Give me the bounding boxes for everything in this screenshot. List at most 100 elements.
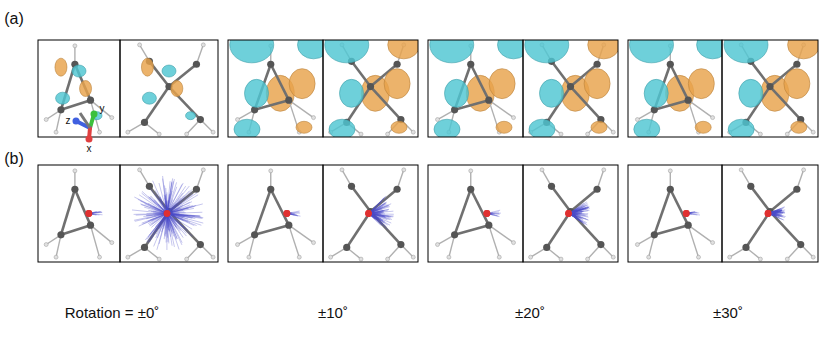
hydrogen-atom	[602, 168, 606, 172]
orbital-lobe	[498, 40, 524, 59]
carbon-atom	[747, 183, 754, 190]
hydrogen-atom	[540, 168, 544, 172]
orbital-lobe	[644, 79, 668, 107]
orbital-lobe	[739, 79, 763, 107]
carbon-atom	[146, 183, 153, 190]
orbital-lobe	[171, 81, 183, 97]
hydrogen-atom	[54, 255, 58, 259]
orbital-lobe	[430, 40, 474, 63]
orbital-lobe	[724, 40, 768, 63]
hydrogen-atom	[138, 168, 142, 172]
orbital-lobe	[434, 119, 460, 137]
orbital-lobe	[298, 40, 324, 59]
orbital-lobe	[784, 69, 810, 99]
h-bond	[688, 225, 712, 242]
orbital-lobe	[525, 40, 569, 63]
hydrogen-atom	[386, 132, 390, 136]
hydrogen-atom	[529, 255, 533, 259]
hydrogen-atom	[211, 255, 215, 259]
carbon-atom	[193, 61, 200, 68]
panel-frame	[628, 165, 722, 262]
bond	[471, 189, 489, 225]
carbon-atom	[766, 83, 773, 90]
hydrogen-atom	[411, 130, 415, 134]
carbon-atom	[793, 61, 800, 68]
carbon-atom	[197, 116, 204, 123]
hydrogen-atom	[711, 116, 715, 120]
carbon-atom	[667, 61, 674, 68]
hydrogen-atom	[157, 257, 161, 261]
hydrogen-atom	[559, 257, 563, 261]
hydrogen-atom	[201, 168, 205, 172]
hydrogen-atom	[436, 243, 440, 247]
carbon-atom	[394, 61, 401, 68]
carbon-atom	[87, 97, 94, 104]
carbon-atom	[267, 186, 274, 193]
carbon-atom	[251, 231, 258, 238]
carbon-atom	[267, 61, 274, 68]
hydrogen-atom	[269, 169, 273, 173]
carbon-atom	[343, 244, 350, 251]
trajectory-lines	[369, 196, 394, 230]
axis-label: z	[66, 115, 71, 126]
carbon-atom	[57, 106, 64, 113]
orbital-lobe	[697, 40, 722, 59]
hydrogen-atom	[236, 243, 240, 247]
bond	[61, 189, 75, 235]
bond	[347, 212, 371, 248]
orbital-lobe	[162, 65, 176, 77]
red-atom	[683, 210, 690, 217]
panel-content	[635, 169, 714, 259]
carbon-atom	[597, 241, 604, 248]
hydrogen-atom	[785, 257, 789, 261]
hydrogen-atom	[559, 132, 563, 136]
hydrogen-atom	[728, 255, 732, 259]
hydrogen-atom	[785, 132, 789, 136]
panel-frame	[120, 40, 218, 137]
hydrogen-atom	[402, 168, 406, 172]
carbon-atom	[193, 186, 200, 193]
orbital-lobe	[186, 112, 196, 120]
orbital-lobe	[340, 79, 364, 107]
carbon-atom	[594, 186, 601, 193]
carbon-atom	[651, 231, 658, 238]
panel-content	[44, 169, 114, 259]
hydrogen-atom	[802, 168, 806, 172]
bond	[670, 189, 688, 225]
panel-frame	[722, 165, 818, 262]
panel-frame	[628, 40, 722, 137]
h-bond	[489, 100, 514, 117]
carbon-atom	[594, 61, 601, 68]
hydrogen-atom	[359, 132, 363, 136]
panel-content	[728, 168, 816, 261]
orbital-lobe	[56, 92, 70, 104]
hydrogen-atom	[157, 132, 161, 136]
panel-content	[230, 40, 323, 137]
axis-label: y	[100, 103, 105, 114]
bond	[255, 225, 289, 235]
carbon-atom	[667, 186, 674, 193]
carbon-atom	[485, 97, 492, 104]
orbital-lobe	[445, 79, 469, 107]
carbon-atom	[467, 186, 474, 193]
hydrogen-atom	[411, 255, 415, 259]
red-atom	[85, 210, 92, 217]
orbital-lobe	[496, 121, 512, 133]
orbital-lobe	[588, 40, 618, 59]
carbon-atom	[548, 183, 555, 190]
panel-frame	[38, 165, 120, 262]
hydrogen-atom	[44, 118, 48, 122]
orbital-lobe	[634, 119, 660, 137]
carbon-atom	[57, 231, 64, 238]
carbon-atom	[467, 61, 474, 68]
bond	[352, 186, 371, 211]
orbital-lobe	[296, 121, 312, 133]
red-atom	[765, 210, 772, 217]
rotation-label: ±20˚	[515, 305, 545, 322]
panel-frame	[323, 40, 418, 137]
hydrogen-atom	[312, 241, 316, 245]
panel-content	[126, 168, 215, 261]
panel-content	[126, 43, 215, 136]
